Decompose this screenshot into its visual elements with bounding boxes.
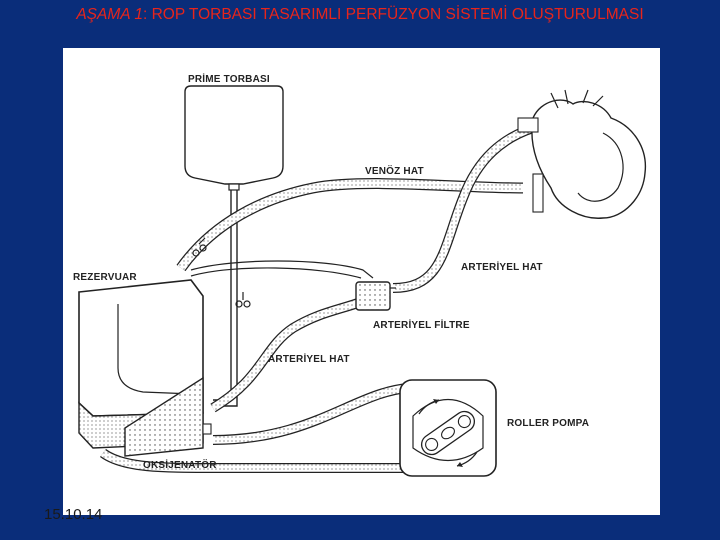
perfusion-diagram: PRİME TORBASI VENÖZ HAT REZERVUAR ARTERİ… (63, 48, 660, 515)
arterial-line-lower (210, 298, 360, 413)
label-roller-pump: ROLLER POMPA (507, 418, 589, 429)
label-prime-bag: PRİME TORBASI (188, 72, 270, 85)
clamp-icon (192, 237, 251, 308)
arterial-filter (355, 281, 396, 311)
label-arterial-line-bottom: ARTERİYEL HAT (268, 352, 350, 365)
slide-date: 15.10.14 (44, 506, 103, 523)
title-text: : ROP TORBASI TASARIMLI PERFÜZYON SİSTEM… (142, 6, 644, 23)
title-prefix: AŞAMA 1 (76, 6, 143, 23)
purge-line (190, 260, 374, 279)
label-arterial-line-top: ARTERİYEL HAT (461, 260, 543, 273)
diagram-svg: PRİME TORBASI VENÖZ HAT REZERVUAR ARTERİ… (73, 72, 647, 477)
label-oxygenator: OKSİJENATÖR (143, 458, 217, 471)
label-arterial-filter: ARTERİYEL FİLTRE (373, 318, 470, 331)
label-reservoir: REZERVUAR (73, 272, 137, 283)
arterial-line-upper (392, 123, 535, 293)
venous-line (176, 178, 524, 272)
roller-pump (399, 379, 497, 477)
heart (517, 89, 647, 219)
label-venous-line: VENÖZ HAT (365, 164, 424, 177)
oxygenator (124, 376, 212, 457)
slide-title: AŞAMA 1: ROP TORBASI TASARIMLI PERFÜZYON… (0, 6, 720, 24)
